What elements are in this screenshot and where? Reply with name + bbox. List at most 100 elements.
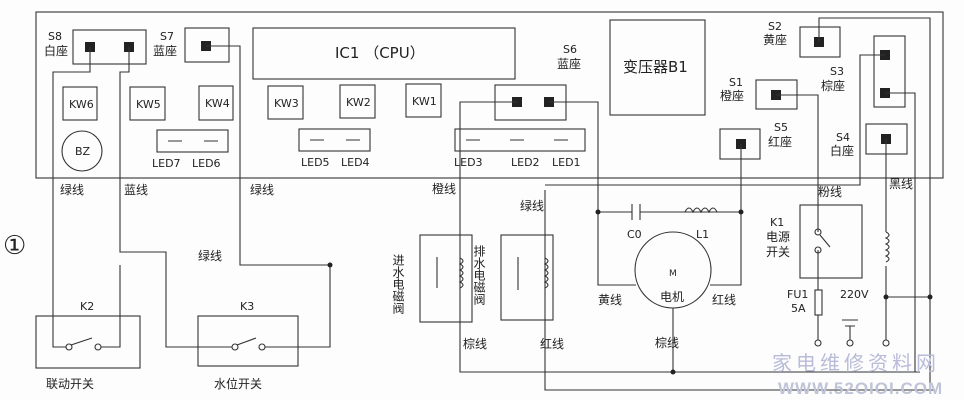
kw6-label: KW6 — [69, 98, 94, 111]
s2-id: S2 — [768, 20, 782, 33]
ic1-cpu — [252, 27, 516, 80]
motor-label: 电机 — [660, 290, 684, 304]
key-kw4 — [198, 85, 234, 121]
led4-label: LED4 — [341, 156, 370, 169]
k2-label: K2 — [80, 300, 94, 313]
motor — [634, 231, 712, 309]
wire-label-green: 绿线 — [198, 248, 222, 263]
key-kw6 — [62, 86, 98, 121]
junction — [327, 262, 333, 268]
drain-valve-label: 排水电磁阀 — [472, 245, 486, 306]
junction — [927, 294, 933, 300]
junction — [595, 209, 601, 215]
led-group-7-6 — [156, 129, 229, 153]
fu1-rating: 5A — [791, 302, 806, 315]
switch-contact — [231, 343, 239, 351]
coil-icon — [517, 257, 549, 290]
fuse-fu1 — [814, 289, 823, 316]
s4-name: 白座 — [830, 143, 854, 158]
watermark-text: 家电维修资料网 — [772, 351, 940, 375]
k1-name: 开关 — [766, 245, 790, 259]
socket-s5 — [719, 128, 761, 160]
inlet-valve-label: 进水电磁阀 — [391, 254, 405, 315]
switch-contact — [814, 228, 822, 236]
switch-contact — [814, 246, 822, 254]
coil-icon — [436, 257, 464, 289]
junction — [738, 209, 744, 215]
switch-contact — [94, 343, 102, 351]
led-group-5-4 — [298, 128, 371, 152]
coil-icon — [884, 231, 890, 263]
wire-label-green: 绿线 — [520, 198, 544, 213]
led7-label: LED7 — [152, 157, 181, 170]
control-board — [35, 11, 944, 179]
s7-name: 蓝座 — [153, 43, 177, 58]
s6-id: S6 — [563, 43, 577, 56]
switch-k3 — [197, 315, 299, 367]
s5-id: S5 — [774, 121, 788, 134]
k1-label: K1 — [770, 216, 784, 229]
wiring — [52, 17, 935, 391]
s2-name: 黄座 — [763, 32, 787, 47]
wire-label-pink: 粉线 — [818, 185, 842, 199]
kw1-label: KW1 — [412, 95, 437, 108]
key-kw5 — [129, 86, 166, 121]
wire-label-yellow: 黄线 — [598, 293, 622, 307]
switch-contact — [65, 343, 73, 351]
ic1-label: IC1 （CPU） — [335, 44, 425, 62]
plug-terminal — [846, 339, 854, 347]
transformer-label: 变压器B1 — [623, 58, 688, 76]
wire-label-red: 红线 — [540, 336, 564, 351]
k2-name: 联动开关 — [46, 377, 94, 391]
c0-label: C0 — [627, 228, 642, 241]
s8-id: S8 — [48, 30, 62, 43]
socket-s3 — [873, 35, 906, 108]
k1-name: 电源 — [766, 230, 790, 244]
plug-terminal — [814, 339, 822, 347]
drain-valve — [500, 234, 554, 321]
socket-s7 — [184, 27, 230, 63]
watermark-url: WWW.52OIOI.COM — [778, 379, 943, 398]
s8-name: 白座 — [44, 43, 68, 58]
s3-name: 棕座 — [821, 78, 845, 93]
s1-name: 橙座 — [720, 88, 744, 103]
plug-terminal — [882, 339, 890, 347]
fu1-label: FU1 — [787, 288, 808, 301]
wire-label-green: 绿线 — [60, 182, 84, 197]
wire-label-brown: 棕线 — [463, 336, 487, 351]
led1-label: LED1 — [552, 156, 581, 169]
socket-s2 — [799, 26, 841, 58]
key-kw2 — [339, 84, 376, 119]
kw5-label: KW5 — [136, 98, 161, 111]
power-switch-k1 — [799, 204, 863, 279]
led5-label: LED5 — [301, 156, 330, 169]
led-group-3-2-1 — [454, 128, 586, 152]
s7-id: S7 — [160, 30, 174, 43]
motor-symbol: M — [669, 269, 677, 279]
ground-icon — [842, 319, 858, 340]
key-kw3 — [267, 85, 304, 120]
led3-label: LED3 — [454, 156, 483, 169]
voltage-label: 220V — [840, 288, 869, 301]
s4-id: S4 — [836, 131, 850, 144]
l1-label: L1 — [696, 228, 709, 241]
wire-label-blue: 蓝线 — [124, 183, 148, 197]
kw3-label: KW3 — [274, 97, 299, 110]
s5-name: 红座 — [768, 134, 792, 149]
inlet-valve — [419, 234, 473, 323]
k3-name: 水位开关 — [214, 376, 262, 391]
kw4-label: KW4 — [205, 97, 230, 110]
switch-k2 — [35, 315, 141, 369]
figure-number: ① — [3, 231, 26, 261]
junction — [670, 369, 676, 375]
socket-s8 — [72, 29, 147, 65]
buzzer-bz — [61, 130, 103, 172]
led2-label: LED2 — [511, 156, 540, 169]
k3-label: K3 — [240, 300, 254, 313]
key-kw1 — [405, 83, 442, 118]
s1-id: S1 — [729, 76, 743, 89]
kw2-label: KW2 — [346, 96, 371, 109]
wire-label-orange: 橙线 — [432, 181, 456, 196]
switch-contact — [258, 343, 266, 351]
